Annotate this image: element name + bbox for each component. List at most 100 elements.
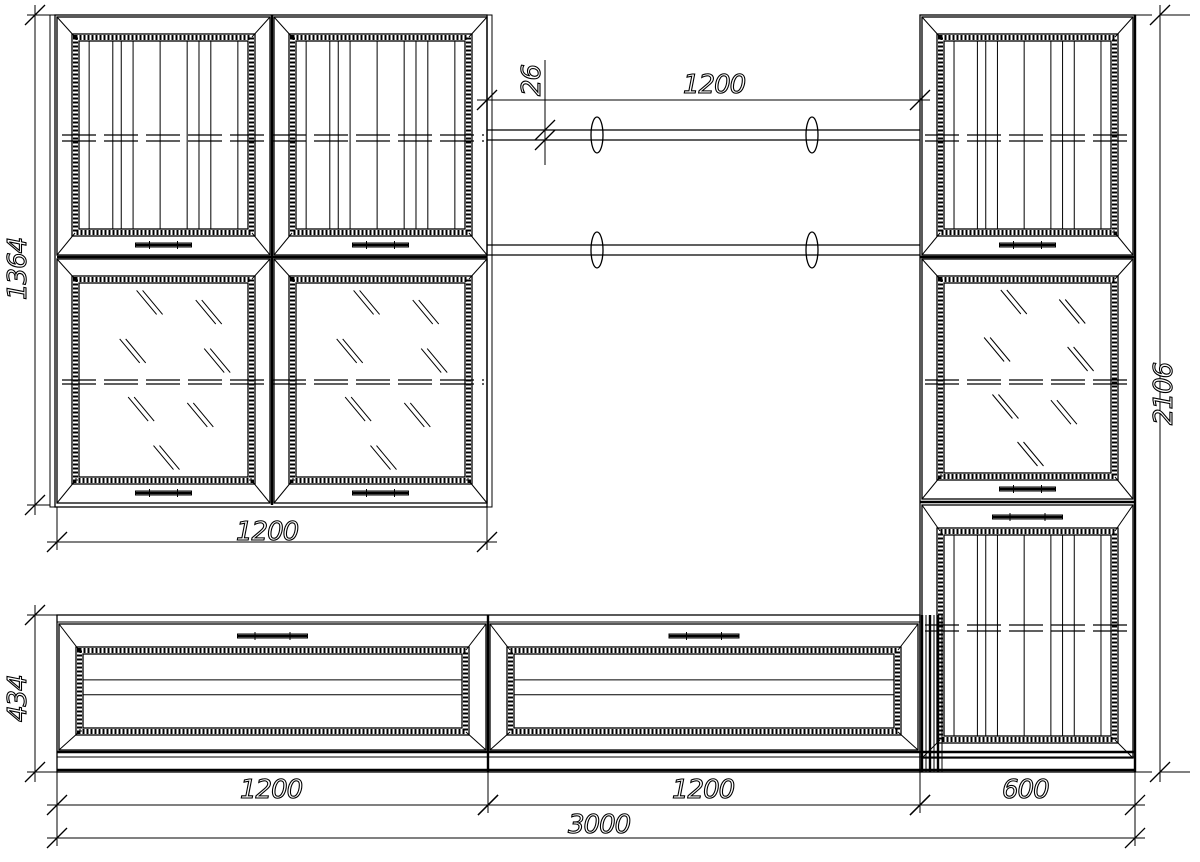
glass-reflection: [989, 337, 1011, 362]
dimension-lines: [24, 4, 1190, 849]
glass-reflection: [336, 338, 358, 364]
molding-hatch: [938, 277, 1117, 479]
bevel: [468, 232, 488, 256]
dimension-tick: [534, 119, 556, 141]
bevel: [56, 480, 76, 504]
dimension-tick: [46, 827, 68, 849]
glass-reflection: [1064, 299, 1086, 324]
bevel: [1114, 476, 1134, 500]
door-handle: [999, 485, 1056, 493]
glass-reflection: [983, 337, 1005, 362]
dim-upper-height: 1364: [3, 238, 33, 300]
glass-reflection: [1006, 289, 1028, 315]
dimension-tick: [534, 129, 556, 151]
molding-hatch: [938, 529, 1117, 742]
glass-reflection: [342, 338, 364, 364]
glass-reflection: [1056, 399, 1078, 425]
drawer-front: [489, 623, 919, 751]
panel-inner: [82, 653, 463, 729]
glass-reflection: [127, 396, 149, 422]
shelf-holder: [805, 231, 819, 269]
glass-reflection: [344, 396, 366, 422]
glass-reflection: [119, 338, 141, 364]
door-handle: [992, 513, 1063, 521]
dimension-tick: [476, 531, 498, 553]
dim-tower-height: 2106: [1149, 362, 1179, 425]
dim-base-height: 434: [3, 675, 33, 722]
bevel: [273, 480, 293, 504]
glass-reflection: [159, 445, 180, 470]
molding-hatch: [508, 648, 900, 734]
glass-reflection: [192, 402, 214, 428]
glass-reflection: [418, 299, 440, 325]
molding-outer: [936, 275, 1119, 481]
dimension-tick: [24, 604, 46, 626]
door-handle: [237, 632, 308, 640]
shelf-holder: [590, 116, 604, 154]
door-outer: [56, 16, 271, 256]
dimension-tick: [24, 761, 46, 783]
panel-inner: [513, 653, 895, 729]
glass-reflection: [998, 394, 1019, 419]
molding-outer: [75, 646, 470, 736]
bevel: [465, 623, 487, 651]
dimension-tick: [477, 794, 499, 816]
glass-reflection: [209, 348, 231, 373]
wall-shelf: [487, 231, 920, 269]
panel-inner: [943, 282, 1112, 474]
panel-door: [273, 16, 488, 256]
drawer-front: [58, 623, 487, 751]
tower-body: [919, 14, 1136, 773]
glass-reflection: [403, 402, 425, 428]
molding-outer: [936, 527, 1119, 744]
glass-reflection: [136, 290, 157, 315]
dimension-tick: [1124, 827, 1146, 849]
furniture-parts: [49, 14, 1137, 773]
bevel: [58, 623, 80, 651]
dim-tower-width: 600: [1002, 775, 1049, 805]
dimension-tick: [476, 89, 498, 111]
glass-reflection: [1067, 346, 1088, 372]
door-outer: [273, 258, 488, 504]
dim-base-left-width: 1200: [240, 775, 303, 805]
glass-reflection: [1050, 399, 1072, 425]
glass-reflection: [353, 290, 374, 315]
bevel: [56, 232, 76, 256]
door-outer: [489, 623, 919, 751]
dim-total-width: 3000: [568, 810, 631, 840]
glass-reflection: [203, 348, 225, 373]
door-handle: [668, 632, 740, 640]
glass-reflection: [412, 299, 434, 325]
door-outer: [921, 258, 1134, 500]
panel-door: [921, 16, 1134, 256]
door-outer: [921, 16, 1134, 256]
dimension-tick: [46, 531, 68, 553]
bevel: [1114, 504, 1134, 532]
dim-base-middle-width: 1200: [672, 775, 735, 805]
dimension-tick: [24, 494, 46, 516]
panel-door: [921, 504, 1134, 759]
door-handle: [135, 241, 192, 249]
dim-shelf-width: 1200: [683, 70, 746, 100]
door-handle: [999, 241, 1056, 249]
bevel: [468, 480, 488, 504]
door-outer: [56, 258, 271, 504]
shelf-holder: [590, 231, 604, 269]
dimension-tick: [909, 794, 931, 816]
dim-shelf-thickness: 26: [517, 64, 547, 96]
bevel: [897, 623, 919, 651]
bevel: [921, 232, 941, 256]
glass-reflection: [359, 290, 380, 315]
glass-reflection: [350, 396, 372, 422]
glass-reflection: [1000, 289, 1022, 315]
bevel: [1114, 232, 1134, 256]
glass-reflection: [409, 402, 431, 428]
door-handle: [135, 489, 192, 497]
glass-reflection: [186, 402, 208, 428]
bevel: [921, 504, 941, 532]
glass-reflection: [992, 394, 1013, 419]
glass-reflection: [195, 299, 217, 325]
glass-reflection: [420, 348, 442, 373]
glass-reflection: [125, 338, 147, 364]
